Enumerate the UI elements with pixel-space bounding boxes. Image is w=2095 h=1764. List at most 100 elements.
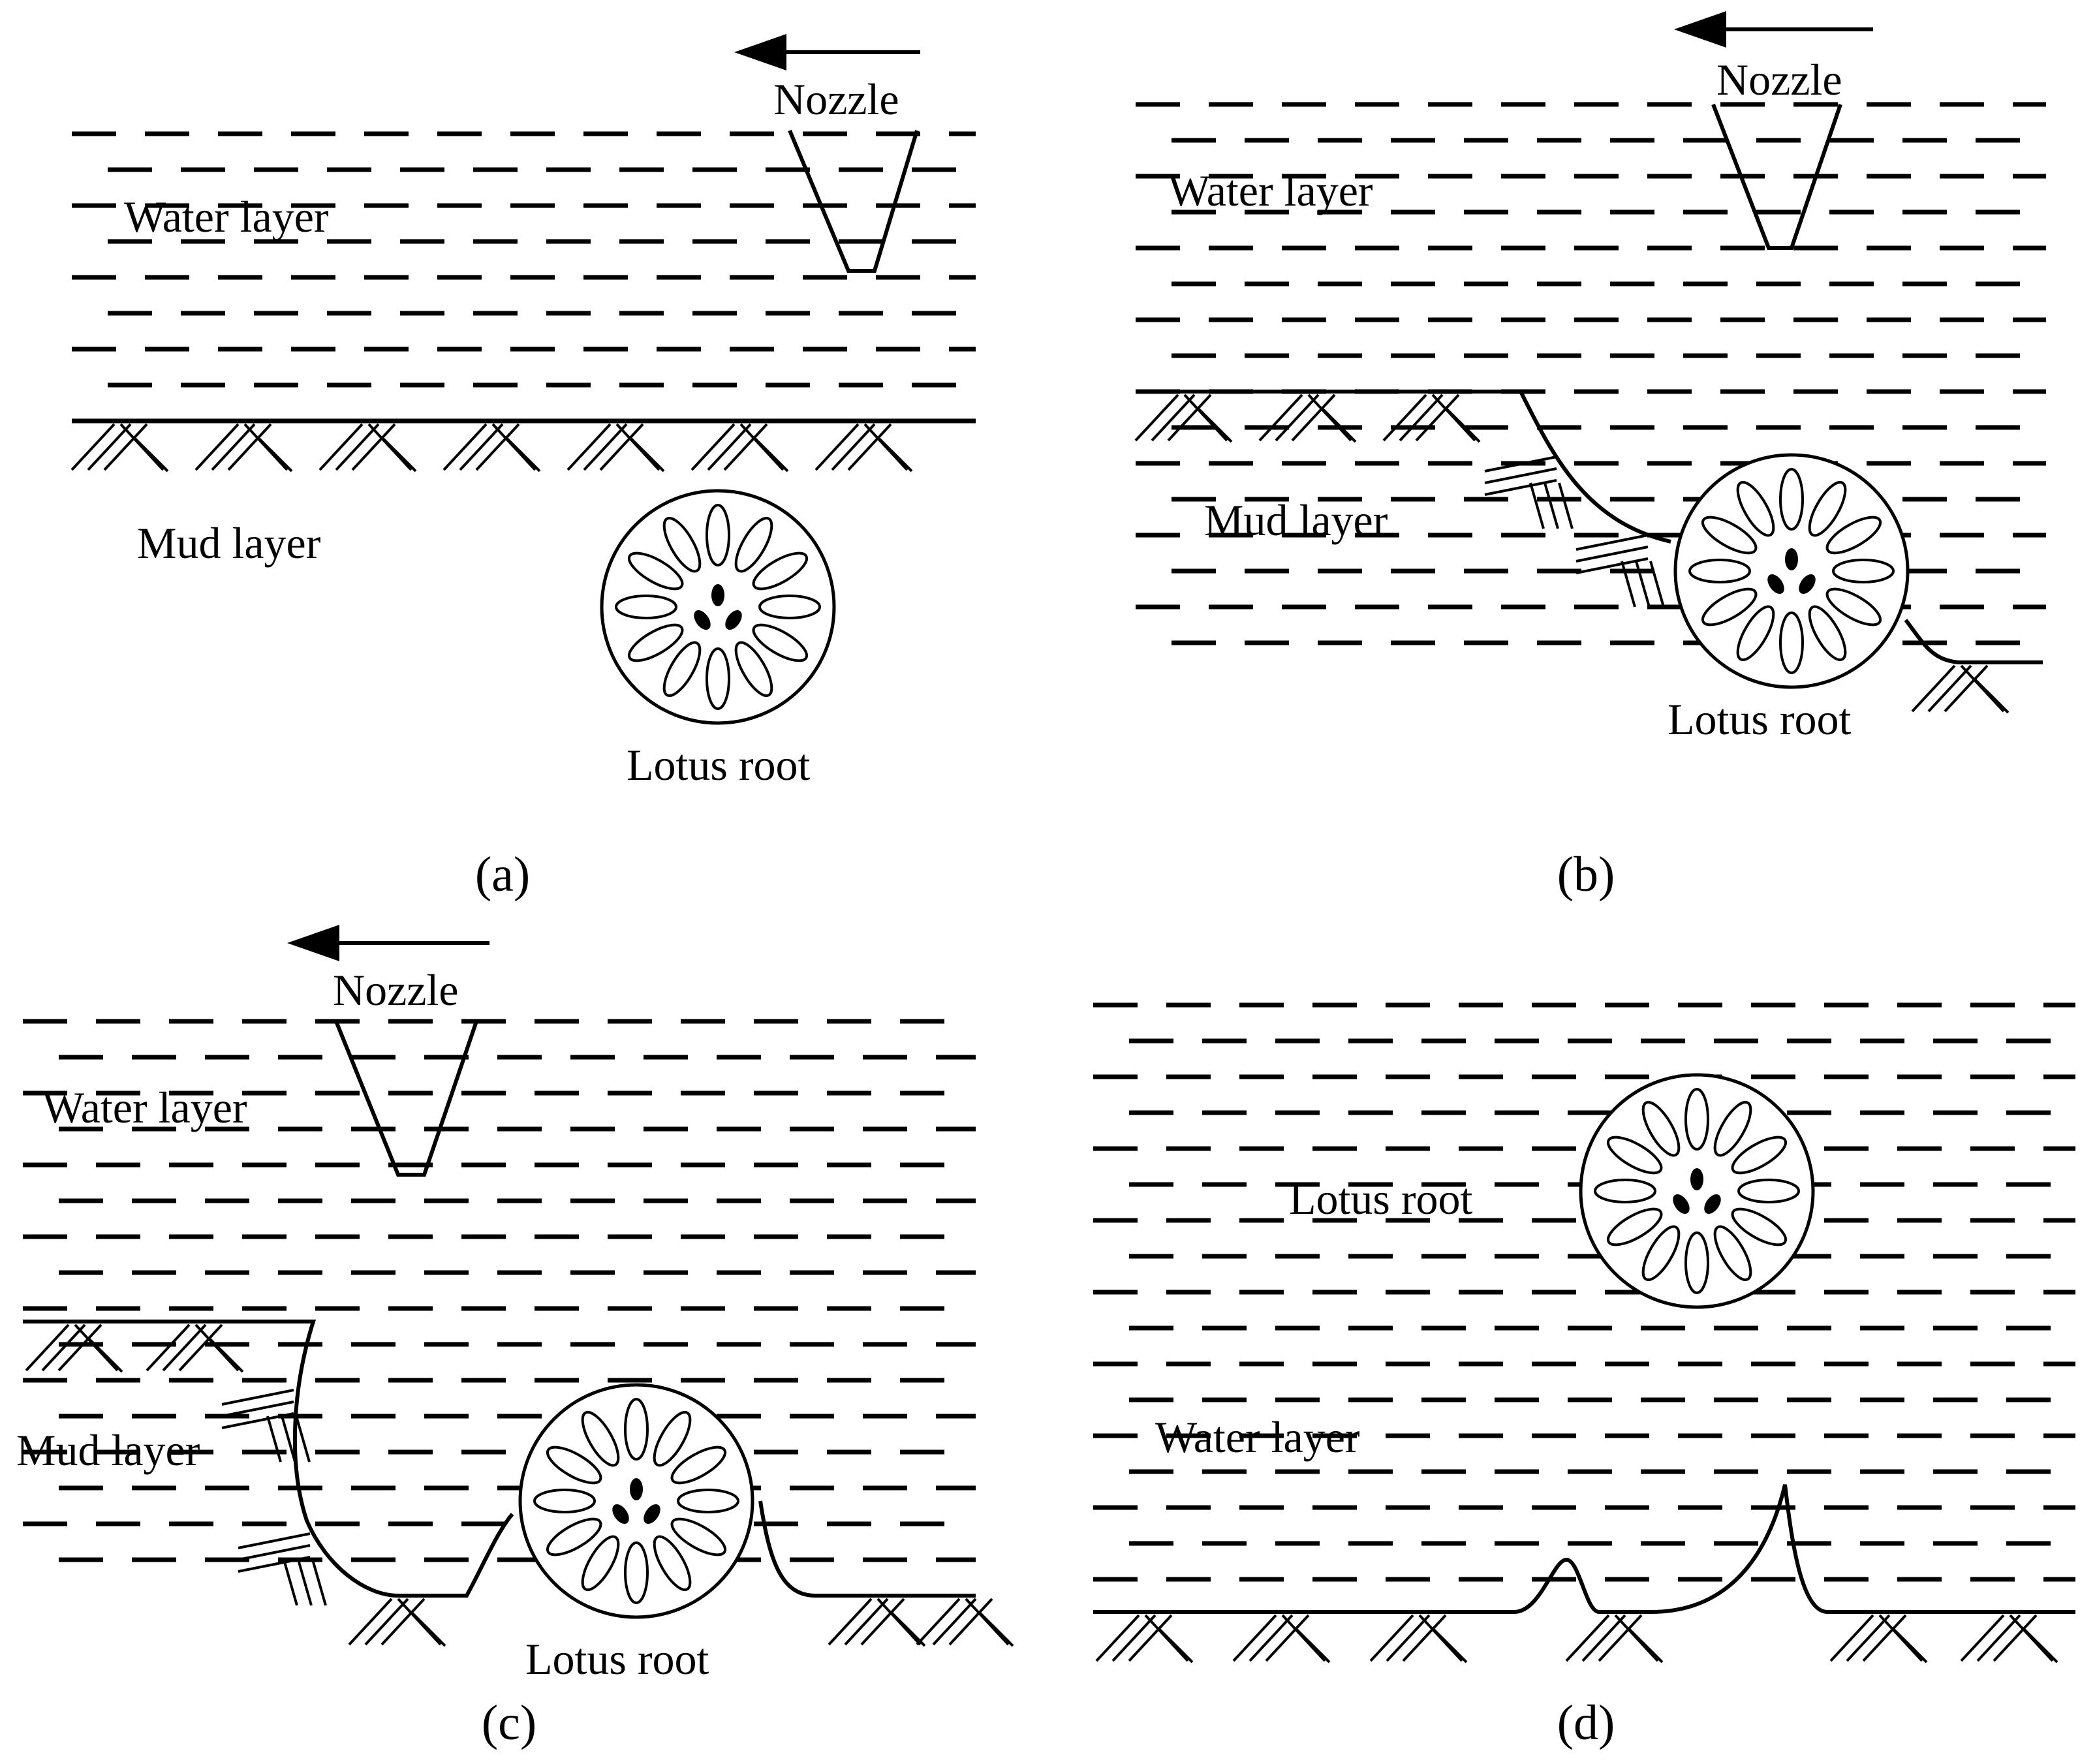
- mud-hatching: [1095, 1614, 2058, 1663]
- lotus-hole: [624, 1398, 649, 1461]
- lotus-hole: [653, 1535, 692, 1592]
- lotus-hole: [706, 504, 730, 566]
- lotus-root-label: Lotus root: [525, 1634, 709, 1684]
- lotus-hole: [1731, 1136, 1788, 1175]
- lotus-core: [1704, 1194, 1721, 1215]
- lotus-hole: [1825, 516, 1882, 555]
- mud-layer-label: Mud layer: [16, 1425, 200, 1475]
- water-layer-label: Water layer: [42, 1083, 247, 1132]
- lotus-core: [630, 1478, 643, 1500]
- nozzle: [788, 129, 919, 273]
- lotus-core: [1690, 1168, 1703, 1190]
- mud-surface-line: [1136, 390, 2043, 664]
- lotus-hole: [1688, 559, 1751, 583]
- lotus-root: [1581, 1075, 1813, 1307]
- mud-hatching: [70, 423, 913, 472]
- lotus-hole: [1825, 587, 1882, 627]
- lotus-hole: [1713, 1225, 1752, 1282]
- lotus-root-label: Lotus root: [1668, 694, 1852, 744]
- lotus-hole: [706, 647, 730, 710]
- lotus-core: [612, 1504, 629, 1524]
- water-layer-label: Water layer: [1168, 166, 1373, 215]
- lotus-hole: [1713, 1100, 1752, 1157]
- nozzle-label: Nozzle: [773, 74, 899, 124]
- lotus-hole: [627, 551, 684, 591]
- lotus-core: [644, 1504, 660, 1524]
- lotus-hole: [1832, 559, 1895, 583]
- water-layer-label: Water layer: [124, 192, 329, 241]
- lotus-hole: [1606, 1136, 1663, 1175]
- panel-caption: (c): [482, 1695, 536, 1750]
- nozzle: [334, 1020, 478, 1177]
- lotus-core: [711, 584, 724, 606]
- mud-hatching: [25, 1323, 1014, 1647]
- lotus-hole: [1701, 516, 1758, 555]
- lotus-root-label: Lotus root: [1289, 1174, 1473, 1224]
- lotus-core: [1785, 548, 1798, 570]
- panel-a: Nozzle Water layer Mud layer Lotus root …: [70, 34, 976, 902]
- lotus-hole: [752, 623, 809, 662]
- lotus-hole: [653, 1410, 692, 1467]
- lotus-hole: [546, 1517, 602, 1556]
- lotus-hole: [546, 1446, 602, 1485]
- lotus-hole: [1737, 1179, 1800, 1203]
- lotus-root: [602, 491, 834, 723]
- nozzle: [1711, 103, 1842, 250]
- lotus-hole: [624, 1541, 649, 1604]
- lotus-root: [1675, 455, 1908, 687]
- panel-caption: (a): [475, 847, 530, 902]
- mud-surface-line: [23, 1320, 976, 1598]
- mud-layer-label: Mud layer: [137, 518, 321, 568]
- lotus-hole: [1731, 1207, 1788, 1246]
- lotus-hole: [533, 1489, 596, 1513]
- panel-caption: (d): [1557, 1695, 1615, 1750]
- lotus-hole: [1701, 587, 1758, 627]
- lotus-hole: [627, 623, 684, 662]
- lotus-hole: [581, 1535, 620, 1592]
- mud-layer-label: Mud layer: [1204, 495, 1388, 545]
- lotus-hole: [581, 1410, 620, 1467]
- lotus-core: [1767, 574, 1784, 595]
- lotus-core: [725, 610, 742, 630]
- mud-surface-line: [1093, 1484, 2075, 1614]
- lotus-hole: [677, 1489, 739, 1513]
- lotus-hole: [662, 641, 702, 698]
- water-layer-dashes: [23, 1019, 976, 1562]
- lotus-hole: [1684, 1231, 1709, 1294]
- lotus-hole: [670, 1446, 727, 1485]
- lotus-hole: [615, 595, 677, 619]
- panel-c: Nozzle Water layer Mud layer Lotus root …: [16, 925, 1014, 1750]
- nozzle-label: Nozzle: [333, 965, 459, 1015]
- lotus-core: [1799, 574, 1816, 595]
- direction-arrow: [287, 925, 489, 961]
- lotus-hole: [1736, 605, 1775, 662]
- lotus-hole: [734, 641, 773, 698]
- panel-caption: (b): [1557, 847, 1615, 902]
- direction-arrow: [1674, 11, 1873, 48]
- lotus-root: [520, 1385, 753, 1617]
- lotus-hole: [1736, 480, 1775, 537]
- lotus-hole: [1641, 1225, 1681, 1282]
- lotus-hole: [1808, 480, 1847, 537]
- lotus-root-label: Lotus root: [627, 740, 811, 790]
- panel-d: Lotus root Water layer (d): [1093, 1002, 2075, 1750]
- lotus-hole: [1779, 468, 1804, 531]
- lotus-hole: [1594, 1179, 1656, 1203]
- lotus-hole: [1808, 605, 1847, 662]
- panel-b: Nozzle Water layer Mud layer Lotus root …: [1134, 11, 2046, 902]
- lotus-hole: [1684, 1088, 1709, 1151]
- lotus-hole: [662, 516, 702, 573]
- lotus-hole: [670, 1517, 727, 1556]
- lotus-hole: [1779, 611, 1804, 674]
- direction-arrow: [734, 34, 920, 70]
- water-layer-dashes: [1093, 1002, 2075, 1582]
- water-layer-label: Water layer: [1155, 1412, 1360, 1462]
- lotus-hole: [734, 516, 773, 573]
- lotus-core: [694, 610, 711, 630]
- lotus-core: [1673, 1194, 1690, 1215]
- lotus-hole: [1641, 1100, 1681, 1157]
- lotus-hole: [752, 551, 809, 591]
- lotus-hole: [1606, 1207, 1663, 1246]
- nozzle-label: Nozzle: [1716, 55, 1842, 104]
